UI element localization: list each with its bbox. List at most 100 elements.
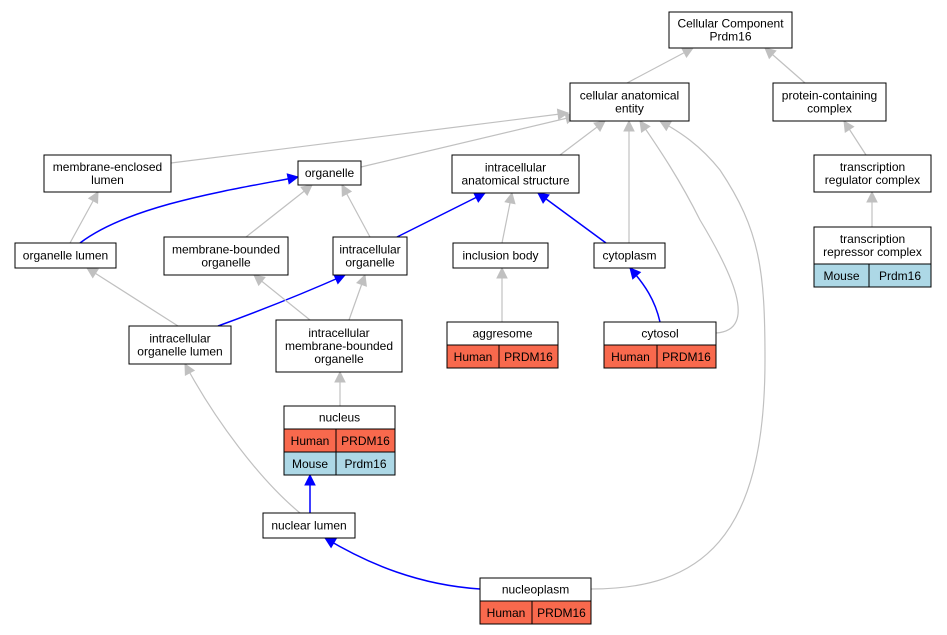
arrowhead-icon xyxy=(473,192,486,203)
node-box xyxy=(451,154,580,194)
node-box xyxy=(275,319,403,373)
node-organelle[interactable]: organelle xyxy=(297,160,362,186)
arrowhead-icon xyxy=(184,363,196,376)
edge-line xyxy=(217,274,346,327)
node-label-line: organelle xyxy=(314,352,364,366)
node-box xyxy=(14,242,117,269)
node-ol[interactable]: organelle lumen xyxy=(14,242,117,269)
gene-label: PRDM16 xyxy=(537,606,586,620)
edge-line xyxy=(245,184,313,238)
edge-line xyxy=(590,120,766,590)
arrowhead-icon xyxy=(86,267,99,279)
arrowhead-icon xyxy=(623,119,635,132)
arrowhead-icon xyxy=(356,273,367,287)
edge-iol-to-ol xyxy=(86,267,179,327)
edge-ib-to-ias xyxy=(501,191,516,244)
node-label-line: nucleus xyxy=(319,411,360,425)
edge-ias-to-cae xyxy=(559,120,606,156)
node-box xyxy=(262,512,356,539)
node-label-line: organelle xyxy=(305,166,355,180)
arrowhead-icon xyxy=(764,47,777,60)
edge-line xyxy=(86,267,179,327)
species-label: Human xyxy=(487,606,526,620)
node-label-line: intracellular xyxy=(339,243,400,257)
species-label: Human xyxy=(291,434,330,448)
edge-line xyxy=(639,120,739,334)
node-label-line: inclusion body xyxy=(462,249,538,263)
edge-nl-to-iol xyxy=(184,363,301,514)
arrowhead-icon xyxy=(304,473,316,486)
gene-label: PRDM16 xyxy=(504,350,553,364)
arrowhead-icon xyxy=(333,273,347,285)
node-label-line: Prdm16 xyxy=(709,30,751,44)
node-box xyxy=(297,160,362,186)
node-label-line: regulator complex xyxy=(825,173,920,187)
node-label-line: organelle xyxy=(345,256,395,270)
species-label: Human xyxy=(454,350,493,364)
edge-imbo-to-mbo xyxy=(253,274,311,321)
edge-mel-to-cae xyxy=(170,108,570,164)
node-box xyxy=(772,82,887,122)
node-box xyxy=(452,242,549,269)
arrowhead-icon xyxy=(334,370,346,383)
node-cytoplasm[interactable]: cytoplasm xyxy=(593,242,666,269)
edge-cytosol-to-cytoplasm xyxy=(629,267,661,323)
node-ib[interactable]: inclusion body xyxy=(452,242,549,269)
node-label-line: nucleoplasm xyxy=(502,583,569,597)
node-label-line: Cellular Component xyxy=(677,17,784,31)
arrowhead-icon xyxy=(504,191,516,205)
node-label-line: intracellular xyxy=(149,332,210,346)
node-nl[interactable]: nuclear lumen xyxy=(262,512,356,539)
gene-label: Prdm16 xyxy=(879,269,921,283)
node-label-line: cytosol xyxy=(641,327,678,341)
node-label-line: aggresome xyxy=(472,327,532,341)
arrowhead-icon xyxy=(300,184,313,197)
arrowhead-icon xyxy=(253,274,266,287)
edge-line xyxy=(626,47,694,84)
edge-line xyxy=(79,176,299,244)
edge-line xyxy=(170,112,569,164)
node-label-line: protein-containing xyxy=(782,89,877,103)
arrowhead-icon xyxy=(537,192,550,204)
node-label-line: cytoplasm xyxy=(602,249,656,263)
node-box xyxy=(332,236,408,276)
gene-cell xyxy=(531,600,592,625)
node-label-line: organelle xyxy=(201,256,251,270)
edge-ol-to-organelle xyxy=(79,173,300,244)
node-label-line: intracellular xyxy=(485,161,546,175)
node-label-line: membrane-bounded xyxy=(285,339,393,353)
edge-cae-to-cc_root xyxy=(626,47,694,84)
edge-cytoplasm-to-cae xyxy=(623,119,635,243)
gene-cell xyxy=(868,263,932,288)
edge-mbo-to-organelle xyxy=(245,184,313,238)
node-box xyxy=(593,242,666,269)
edge-io-to-organelle xyxy=(341,184,371,238)
gene-label: Prdm16 xyxy=(344,457,386,471)
edge-cytoplasm-to-ias xyxy=(537,192,607,244)
node-label-line: transcription xyxy=(840,232,905,246)
node-box xyxy=(813,226,932,265)
edge-line xyxy=(396,192,486,238)
arrowhead-icon xyxy=(593,120,606,132)
node-label-line: organelle lumen xyxy=(137,345,222,359)
